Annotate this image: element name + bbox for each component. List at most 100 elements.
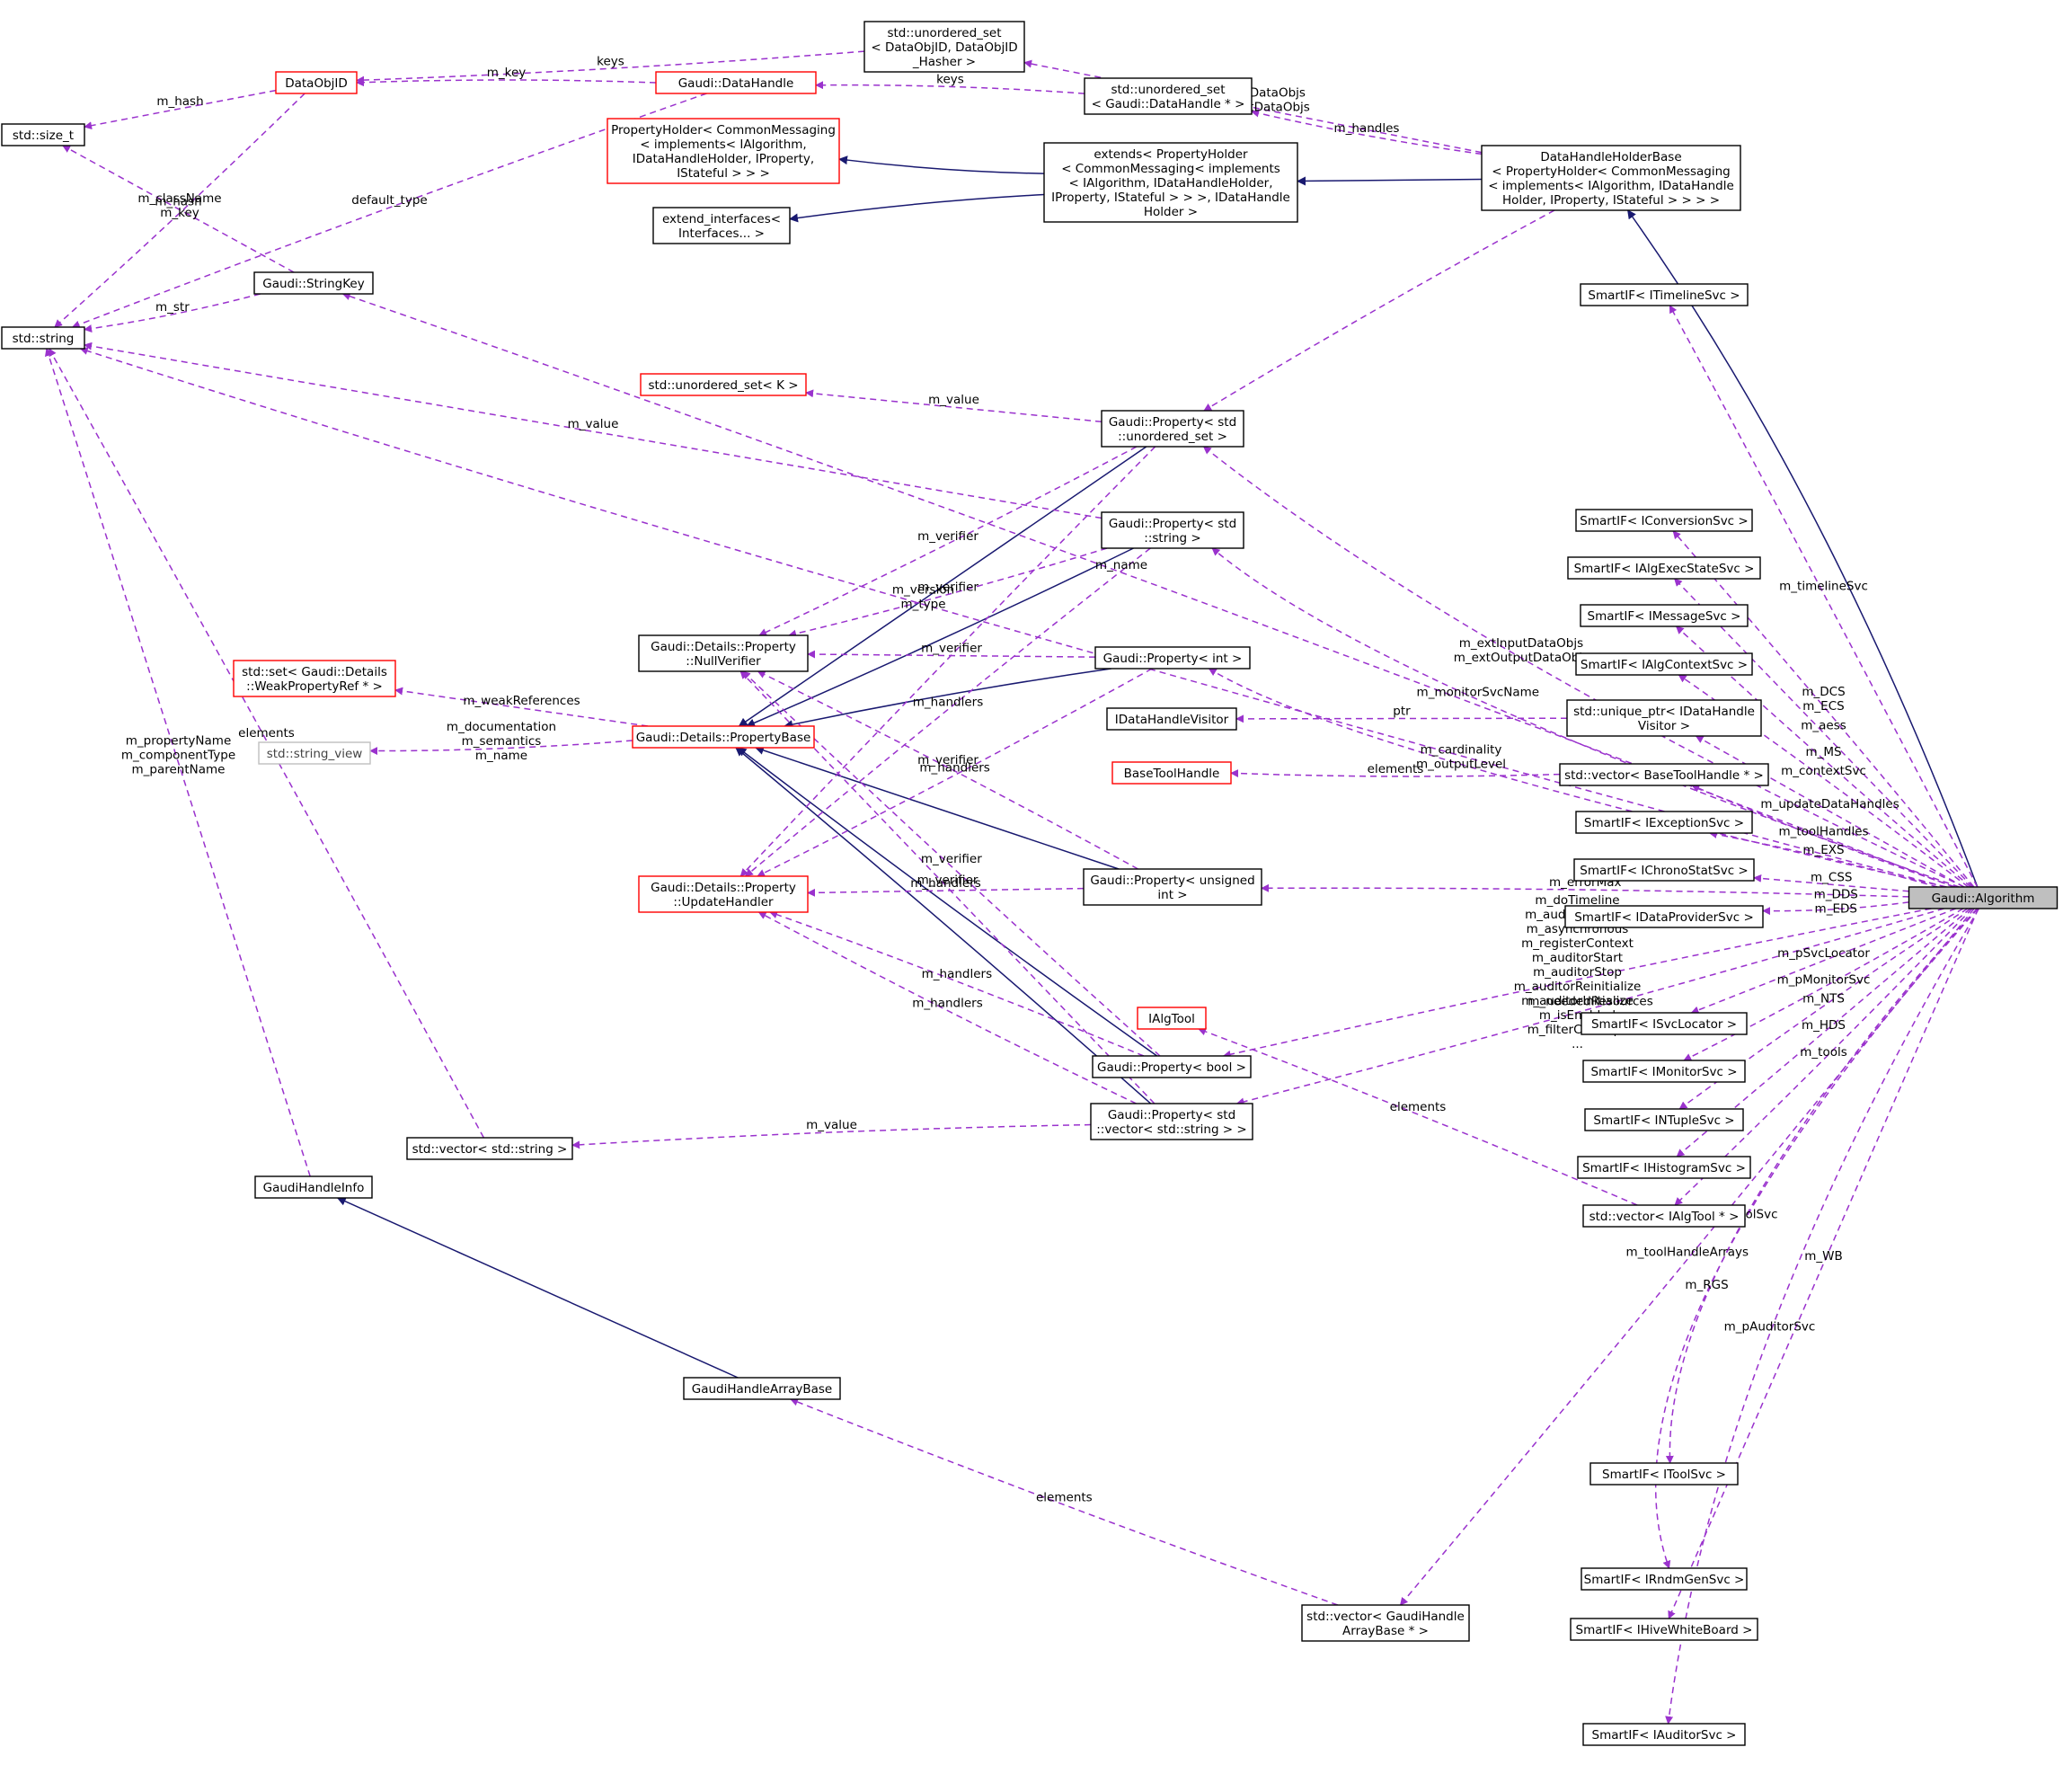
class-node-box [406,1137,573,1160]
class-node-size_t[interactable]: std::size_t [1,123,85,146]
class-node-set_weak[interactable]: std::set< Gaudi::Details::WeakPropertyRe… [233,660,396,697]
class-node-label: SmartIF< ITimelineSvc > [1588,288,1740,303]
class-node-nullverifier[interactable]: Gaudi::Details::Property::NullVerifier [638,634,809,672]
class-node-stringkey[interactable]: Gaudi::StringKey [253,271,374,295]
class-node-label-line: < implements< IAlgorithm, IDataHandle [1488,179,1734,193]
class-node-uset_dataobjid[interactable]: std::unordered_set< DataObjID, DataObjID… [863,21,1025,73]
class-node-ialgtool[interactable]: IAlgTool [1137,1007,1207,1030]
class-node-dataobjid[interactable]: DataObjID [275,71,358,94]
class-node-label-line: SmartIF< IHiveWhiteBoard > [1576,1623,1753,1637]
edge-label-algorithm-to-smart_chrono: m_CSS [1811,870,1852,884]
class-node-vec_basetoolhandle[interactable]: std::vector< BaseToolHandle * > [1559,763,1769,786]
class-node-smart_dataprovider[interactable]: SmartIF< IDataProviderSvc > [1564,905,1764,928]
class-node-label: std::string [13,332,75,346]
class-node-box [1090,1103,1253,1140]
class-node-box [1581,1012,1748,1035]
class-node-box [1567,556,1761,580]
class-node-smart_monitor[interactable]: SmartIF< IMonitorSvc > [1582,1060,1746,1083]
edge-label-dataobjid-to-size_t: m_hash [156,94,203,109]
class-node-uset_datahandle[interactable]: std::unordered_set< Gaudi::DataHandle * … [1084,77,1253,115]
edge-label-line: m_value [806,1118,857,1132]
class-node-smart_rndm[interactable]: SmartIF< IRndmGenSvc > [1581,1567,1748,1591]
class-node-propertybase[interactable]: Gaudi::Details::PropertyBase [632,725,815,749]
class-node-label-line: GaudiHandleArrayBase [692,1382,832,1397]
class-node-label-line: SmartIF< IAlgExecStateSvc > [1574,562,1755,576]
class-node-smart_whiteboard[interactable]: SmartIF< IHiveWhiteBoard > [1570,1618,1758,1641]
class-node-label: SmartIF< IChronoStatSvc > [1580,864,1749,878]
class-node-prop_uset[interactable]: Gaudi::Property< std::unordered_set > [1101,410,1244,448]
class-node-smart_message[interactable]: SmartIF< IMessageSvc > [1580,604,1749,627]
class-node-label: std::string_view [267,747,363,761]
class-node-basetoolhandle[interactable]: BaseToolHandle [1111,761,1232,785]
class-node-box [1589,1462,1739,1486]
class-node-prop_int[interactable]: Gaudi::Property< int > [1094,646,1251,670]
class-node-vec_string[interactable]: std::vector< std::string > [406,1137,573,1160]
class-node-smart_chrono[interactable]: SmartIF< IChronoStatSvc > [1573,858,1755,882]
usage-edge-stringkey-to-size_t [62,145,295,273]
class-node-label-line: Holder > [1144,205,1198,219]
class-node-datahandle[interactable]: Gaudi::DataHandle [655,71,817,94]
edge-label-line: m_verifier [921,852,982,866]
class-node-box [275,71,358,94]
edge-label-prop_uint-to-nullverifier: m_verifier [917,753,978,767]
class-node-label-line: std::vector< IAlgTool * > [1589,1210,1740,1224]
class-node-box [1580,604,1749,627]
class-node-label: std::set< Gaudi::Details::WeakPropertyRe… [242,665,387,694]
class-node-algorithm[interactable]: Gaudi::Algorithm [1908,886,2059,909]
class-node-updatehandler[interactable]: Gaudi::Details::Property::UpdateHandler [638,875,809,913]
edge-label-line: m_str [155,300,190,315]
class-node-smart_ntuple[interactable]: SmartIF< INTupleSvc > [1584,1108,1744,1131]
class-node-extends[interactable]: extends< PropertyHolder< CommonMessaging… [1043,142,1298,223]
edge-label-line: m_auditorStop [1533,965,1622,980]
class-node-prop_vecstring[interactable]: Gaudi::Property< std::vector< std::strin… [1090,1103,1253,1140]
edge-label-algorithm-to-smart_monitor: m_pMonitorSvc [1777,973,1871,988]
usage-edge-propertybase-to-string_view [369,740,633,756]
edge-label-line: m_CSS [1811,870,1852,884]
class-node-extend_interfaces[interactable]: extend_interfaces<Interfaces... > [652,207,791,244]
usage-edge-prop_vecstring-to-updatehandler [757,911,1137,1104]
edge-label-line: m_key [160,206,199,220]
class-node-box [1566,699,1762,737]
class-node-smart_auditor[interactable]: SmartIF< IAuditorSvc > [1582,1723,1746,1746]
inheritance-edge-prop_uint-to-propertybase [754,746,1120,870]
edge-label-prop_uint-to-updatehandler: m_handlers [910,876,981,891]
class-node-box [652,207,791,244]
class-node-box [1575,811,1753,834]
class-node-uset_k[interactable]: std::unordered_set< K > [640,373,807,396]
class-node-prop_string[interactable]: Gaudi::Property< std::string > [1101,511,1244,549]
class-node-prop_bool[interactable]: Gaudi::Property< bool > [1092,1055,1252,1078]
class-node-smart_exception[interactable]: SmartIF< IExceptionSvc > [1575,811,1753,834]
class-node-smart_algcontext[interactable]: SmartIF< IAlgContextSvc > [1575,652,1753,676]
class-node-smart_algexec[interactable]: SmartIF< IAlgExecStateSvc > [1567,556,1761,580]
class-node-label: extend_interfaces<Interfaces... > [662,212,781,241]
inheritance-edge-prop_int-to-propertybase [784,668,1111,730]
class-node-gaudihandleinfo[interactable]: GaudiHandleInfo [254,1175,373,1199]
inheritance-edge-extends-to-propertyholder [838,155,1045,174]
usage-edge-algorithm-to-std_string [79,347,1946,888]
class-node-label: SmartIF< IConversionSvc > [1580,514,1748,528]
class-node-label: DataHandleHolderBase< PropertyHolder< Co… [1488,150,1734,208]
class-node-vec_ialgtool[interactable]: std::vector< IAlgTool * > [1582,1204,1746,1228]
class-node-smart_tool[interactable]: SmartIF< IToolSvc > [1589,1462,1739,1486]
class-node-label-line: GaudiHandleInfo [263,1181,365,1195]
class-node-std_string[interactable]: std::string [1,326,85,350]
class-node-smart_histogram[interactable]: SmartIF< IHistogramSvc > [1577,1156,1751,1179]
class-node-dhholderbase[interactable]: DataHandleHolderBase< PropertyHolder< Co… [1481,145,1741,211]
class-node-label-line: ::NullVerifier [686,654,761,669]
edge-label-line: m_pAuditorSvc [1724,1320,1816,1335]
class-node-label: GaudiHandleInfo [263,1181,365,1195]
class-node-propertyholder[interactable]: PropertyHolder< CommonMessaging< impleme… [607,118,840,184]
class-node-smart_conversion[interactable]: SmartIF< IConversionSvc > [1575,509,1753,532]
class-node-smart_timeline[interactable]: SmartIF< ITimelineSvc > [1580,283,1749,306]
usage-edge-prop_string-to-std_string [84,341,1102,519]
class-node-smart_svclocator[interactable]: SmartIF< ISvcLocator > [1581,1012,1748,1035]
edge-label-line: elements [238,726,295,741]
class-node-idhvisitor[interactable]: IDataHandleVisitor [1106,707,1237,731]
inheritance-edge-dhholderbase-to-extends [1297,176,1483,186]
class-node-string_view[interactable]: std::string_view [258,741,371,765]
class-node-gaudihandlearraybase[interactable]: GaudiHandleArrayBase [683,1377,841,1400]
